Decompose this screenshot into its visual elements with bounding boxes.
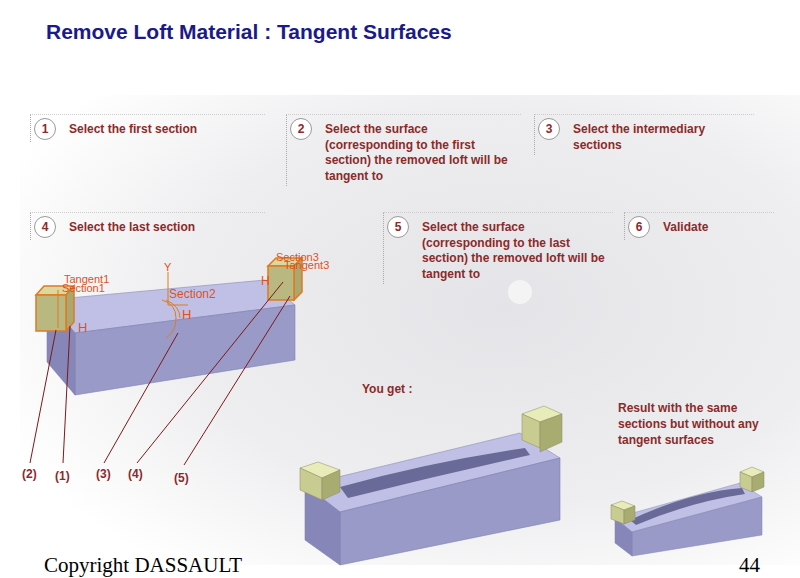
part-block bbox=[47, 280, 295, 395]
part-label: Tangent3 bbox=[284, 259, 329, 271]
callout-number: (3) bbox=[96, 467, 111, 481]
step-number: 1 bbox=[34, 118, 56, 140]
step-number: 6 bbox=[628, 216, 650, 238]
leader-line bbox=[30, 282, 290, 465]
step-number: 3 bbox=[538, 118, 560, 140]
step-box: 6 Validate bbox=[624, 212, 774, 240]
slide-title: Remove Loft Material : Tangent Surfaces bbox=[46, 20, 452, 44]
step-number: 5 bbox=[387, 216, 409, 238]
step-instruction: Validate bbox=[663, 220, 770, 236]
callout-number: (5) bbox=[174, 471, 189, 485]
step-box: 5 Select the surface (corresponding to th… bbox=[383, 212, 613, 284]
background-glow bbox=[20, 95, 800, 565]
step-instruction: Select the last section bbox=[69, 220, 261, 236]
step-box: 1 Select the first section bbox=[30, 114, 265, 142]
section-profile bbox=[162, 272, 188, 338]
page-number: 44 bbox=[739, 553, 760, 578]
part-label: Section2 bbox=[169, 287, 216, 301]
axis-label: H bbox=[261, 274, 270, 288]
result-part bbox=[611, 467, 764, 556]
star-glint bbox=[508, 280, 532, 304]
result-note: You get : bbox=[362, 382, 412, 396]
step-instruction: Select the intermediary sections bbox=[573, 122, 750, 153]
step-box: 4 Select the last section bbox=[30, 212, 265, 240]
callout-number: (1) bbox=[55, 469, 70, 483]
step-instruction: Select the surface (corresponding to the… bbox=[325, 122, 517, 184]
result-part bbox=[300, 406, 562, 565]
copyright: Copyright DASSAULT bbox=[44, 553, 242, 578]
step-box: 3 Select the intermediary sections bbox=[534, 114, 754, 155]
step-instruction: Select the first section bbox=[69, 122, 261, 138]
step-number: 4 bbox=[34, 216, 56, 238]
callout-number: (2) bbox=[22, 467, 37, 481]
result-note: Result with the same sections but withou… bbox=[618, 400, 783, 448]
axis-label: H bbox=[78, 320, 87, 335]
axis-label: H bbox=[182, 307, 191, 322]
step-number: 2 bbox=[290, 118, 312, 140]
callout-number: (4) bbox=[128, 467, 143, 481]
part-label: Section1 bbox=[62, 282, 105, 294]
step-instruction: Select the surface (corresponding to the… bbox=[422, 220, 609, 282]
step-box: 2 Select the surface (corresponding to th… bbox=[286, 114, 521, 186]
axis-label: Y bbox=[164, 261, 171, 273]
